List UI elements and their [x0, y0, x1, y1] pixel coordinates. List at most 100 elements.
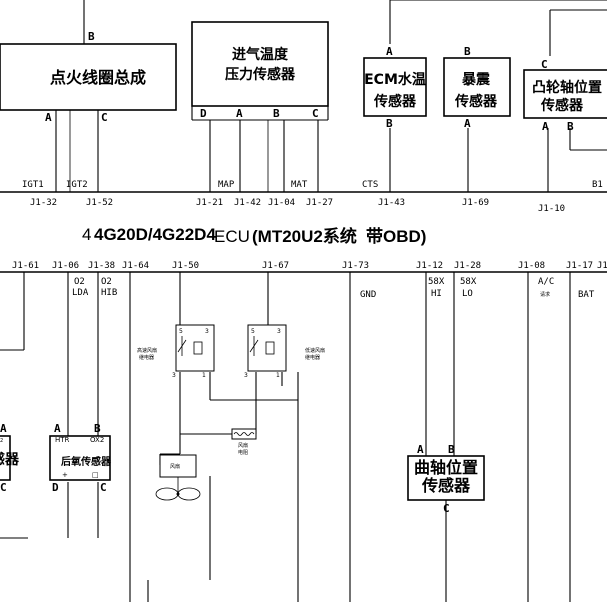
intake-sensor-label-2: 压力传感器 — [225, 66, 296, 83]
signal-label: BAT — [578, 290, 595, 300]
fan-blades-icon — [155, 487, 201, 501]
relay-pin: 3 — [277, 328, 281, 335]
pin-label: A — [542, 120, 549, 133]
pin-id: J1-69 — [462, 198, 489, 208]
fan-resistor: 风扇 电阻 — [231, 428, 257, 456]
signal-label: IGT1 — [22, 180, 44, 190]
ecu-obd: 带OBD) — [366, 226, 426, 246]
pin-id: J1-61 — [12, 261, 39, 271]
fan-motor: 风扇 — [155, 454, 201, 501]
signal-label: MAP — [218, 180, 235, 190]
ecu-word: ECU — [214, 227, 250, 246]
pin-label: B — [464, 45, 471, 58]
pin-id: J1-32 — [30, 198, 57, 208]
signal-label: B1 — [592, 180, 603, 190]
pin-id: J1-73 — [342, 261, 369, 271]
cam-position-sensor: 凸轮轴位置 传感器 C A B — [523, 58, 607, 133]
signal-label: 请求 — [540, 291, 550, 298]
pin-label: C — [443, 502, 450, 515]
pin-id: J1 — [597, 261, 607, 271]
pin-label: C — [0, 481, 7, 494]
cam-label-2: 传感器 — [540, 97, 584, 114]
relay-label-2: 继电器 — [139, 354, 154, 361]
pin-id: J1-52 — [86, 198, 113, 208]
ignition-coil-assembly: 点火线圈总成 B A C — [0, 30, 177, 124]
relay-label-1: 低速风扇 — [305, 347, 325, 354]
pin-label: A — [0, 422, 7, 435]
pin-id: J1-42 — [234, 198, 261, 208]
pin-label: A — [464, 117, 471, 130]
high-speed-fan-relay: 5 3 3 1 高速风扇 继电器 — [137, 324, 215, 379]
pin-label: C — [312, 107, 319, 120]
pin-id: J1-38 — [88, 261, 115, 271]
pin-label: A — [386, 45, 393, 58]
pin-id: J1-50 — [172, 261, 199, 271]
signal-label: GND — [360, 290, 376, 300]
front-o2-sensor-partial: A 2 感器 C — [0, 422, 20, 494]
pin-id: J1-12 — [416, 261, 443, 271]
rear-o2-sensor: 后氧传感器 HTR OX2 + □ A B D C — [49, 422, 112, 494]
relay-pin: 3 — [244, 372, 248, 379]
relay-label-1: 高速风扇 — [137, 347, 157, 354]
knock-label-2: 传感器 — [454, 93, 498, 110]
pin-id: J1-28 — [454, 261, 481, 271]
pin-label: C — [100, 481, 107, 494]
rear-o2-ox2: OX2 — [90, 436, 104, 444]
pin-id: J1-04 — [268, 198, 295, 208]
signal-label: 58X — [428, 277, 445, 287]
pin-label: A — [236, 107, 243, 120]
pin-id: J1-67 — [262, 261, 289, 271]
signal-label: CTS — [362, 180, 378, 190]
pin-label: A — [417, 443, 424, 456]
pin-label: B — [273, 107, 280, 120]
fan-motor-label: 风扇 — [170, 463, 180, 470]
bottom-wiring — [0, 272, 571, 602]
signal-label: A/C — [538, 277, 554, 287]
top-pin-labels: J1-32 J1-52 J1-21 J1-42 J1-04 J1-27 J1-4… — [30, 198, 565, 214]
low-speed-fan-relay: 5 3 3 1 低速风扇 继电器 — [244, 324, 325, 379]
signal-label: O2 — [74, 277, 85, 287]
bottom-signal-labels: O2 LDA O2 HIB GND 58X HI 58X LO A/C 请求 B… — [72, 277, 595, 300]
front-o2-fragment: 感器 — [0, 451, 20, 468]
relay-pin: 3 — [172, 372, 176, 379]
pin-id: J1-27 — [306, 198, 333, 208]
pin-label: A — [54, 422, 61, 435]
rear-o2-minus: □ — [92, 471, 99, 479]
pin-label: C — [101, 111, 108, 124]
pin-label: B — [567, 120, 574, 133]
pin-label: B — [88, 30, 95, 43]
top-signal-labels: IGT1 IGT2 MAP MAT CTS B1 — [22, 180, 603, 190]
ecm-water-temp-sensor: ECM水温 传感器 A B — [363, 45, 427, 130]
pin-id: J1-08 — [518, 261, 545, 271]
intake-temp-pressure-sensor: 进气温度 压力传感器 D A B C — [191, 21, 329, 121]
signal-label: HI — [431, 289, 442, 299]
pin-label: B — [448, 443, 455, 456]
signal-label: HIB — [101, 288, 117, 298]
pin-label: A — [45, 111, 52, 124]
signal-label: MAT — [291, 180, 308, 190]
signal-label: O2 — [101, 277, 112, 287]
relay-pin: 1 — [202, 372, 206, 379]
knock-label-1: 暴震 — [461, 72, 491, 88]
signal-label: 58X — [460, 277, 477, 287]
pin-id: J1-17 — [566, 261, 593, 271]
pin-small: 2 — [0, 438, 3, 444]
ecm-temp-label-1: ECM水温 — [364, 71, 426, 88]
rear-o2-label: 后氧传感器 — [61, 455, 112, 468]
relay-label-2: 继电器 — [305, 354, 320, 361]
crank-label-2: 传感器 — [421, 476, 471, 495]
bottom-pin-labels: J1-61 J1-06 J1-38 J1-64 J1-50 J1-67 J1-7… — [12, 261, 607, 271]
top-wiring — [55, 0, 607, 192]
rear-o2-plus: + — [62, 471, 68, 479]
pin-id: J1-21 — [196, 198, 223, 208]
resistor-label-1: 风扇 — [238, 442, 248, 449]
ecm-temp-label-2: 传感器 — [373, 93, 417, 110]
ignition-coil-label: 点火线圈总成 — [50, 68, 146, 87]
rear-o2-htr: HTR — [55, 436, 70, 444]
relay-pin: 1 — [276, 372, 280, 379]
pin-label: B — [386, 117, 393, 130]
ecu-system: (MT20U2系统 — [252, 226, 357, 246]
relay-pin: 5 — [179, 328, 183, 335]
pin-id: J1-10 — [538, 204, 565, 214]
